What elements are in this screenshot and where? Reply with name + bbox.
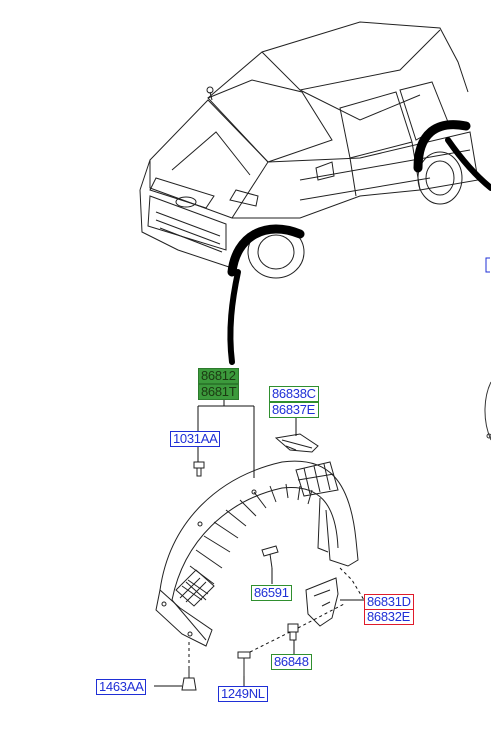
- bolt-1463-part: [181, 668, 197, 691]
- nut-part: [287, 623, 299, 641]
- callout-86591[interactable]: 86591: [251, 585, 292, 601]
- wheel-arch-highlights: [227, 120, 491, 365]
- screw-part: [261, 545, 279, 569]
- callout-1249NL[interactable]: 1249NL: [218, 686, 268, 702]
- callout-86812[interactable]: 86812: [198, 368, 240, 384]
- callout-86848[interactable]: 86848: [271, 654, 312, 670]
- mud-flap: [305, 577, 339, 627]
- upper-bracket: [274, 433, 319, 453]
- bracket-label-group: 86838C 86837E: [269, 386, 319, 418]
- front-guard-label-group: 86812 8681T: [198, 368, 240, 400]
- callout-1463AA[interactable]: 1463AA: [96, 679, 147, 695]
- car-illustration: [139, 21, 479, 279]
- callout-8681T[interactable]: 8681T: [198, 384, 240, 400]
- callout-86832E[interactable]: 86832E: [367, 609, 411, 624]
- offpage-fragments: [485, 257, 490, 273]
- callout-86831D[interactable]: 86831D: [365, 594, 413, 610]
- callout-1031AA[interactable]: 1031AA: [170, 431, 221, 447]
- inner-fender-liner: [155, 460, 359, 647]
- mudflap-label-group: 86831D 86832E: [364, 594, 414, 625]
- callout-86838C[interactable]: 86838C: [269, 386, 319, 402]
- clip-part: [193, 461, 205, 477]
- bolt-part: [237, 651, 251, 676]
- callout-86837E[interactable]: 86837E: [269, 402, 319, 418]
